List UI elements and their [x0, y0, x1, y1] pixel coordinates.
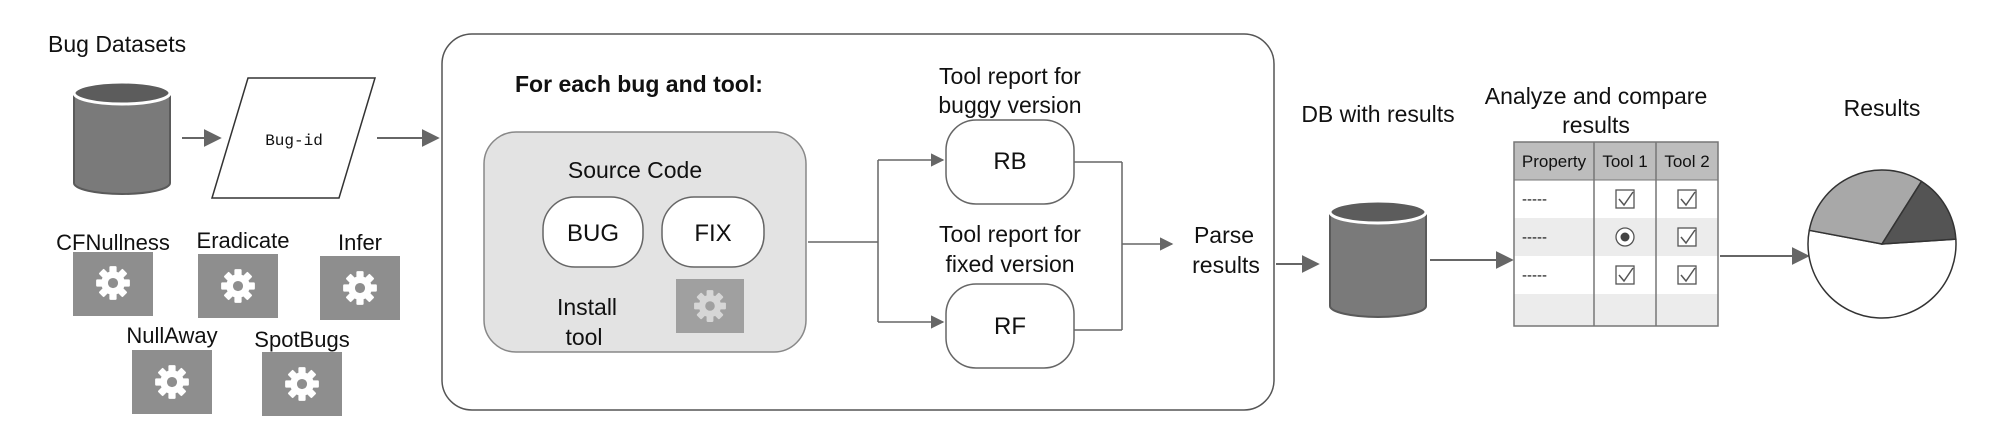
analyze-title-2: results	[1562, 112, 1630, 138]
results-database-icon	[1328, 199, 1428, 318]
tool-infer: Infer	[320, 230, 400, 320]
install-tool-label-1: Install	[557, 294, 617, 320]
tool-spotbugs-label: SpotBugs	[254, 327, 349, 352]
results-title: Results	[1844, 95, 1921, 121]
bug-database-icon	[72, 80, 172, 195]
gear-icon	[96, 266, 130, 300]
radio-button-icon	[1615, 227, 1635, 247]
tool-eradicate-label: Eradicate	[197, 228, 290, 253]
check-box-icon	[1615, 265, 1635, 285]
rf-box	[945, 283, 1075, 369]
bug-label: BUG	[567, 220, 619, 247]
tool-spotbugs: SpotBugs	[254, 327, 350, 416]
parse-label-1: Parse	[1194, 222, 1254, 248]
table-row-2-property: -----	[1522, 229, 1547, 246]
check-box-icon	[1677, 227, 1697, 247]
pie-slice-white	[1807, 229, 1957, 319]
table-row-3-property: -----	[1522, 267, 1547, 284]
comparison-table: Property Tool 1 Tool 2 ----- ----- -----	[1513, 141, 1719, 327]
bug-id-input: Bug-id	[210, 77, 377, 199]
merge-connectors	[1074, 161, 1174, 331]
report-fixed: Tool report for fixed version RF	[939, 221, 1081, 369]
analyze-title-1: Analyze and compare	[1485, 83, 1707, 109]
bug-id-label: Bug-id	[265, 132, 323, 150]
tool-nullaway-label: NullAway	[126, 323, 217, 348]
gear-icon	[694, 290, 726, 322]
gear-icon	[285, 367, 319, 401]
rb-label: RB	[993, 148, 1026, 175]
tool-nullaway: NullAway	[126, 323, 218, 414]
table-header-tool1: Tool 1	[1602, 152, 1647, 171]
install-tool-label-2: tool	[565, 324, 602, 350]
branch-connectors	[808, 153, 945, 329]
report-buggy: Tool report for buggy version RB	[938, 63, 1082, 205]
source-code-panel: Source Code BUG FIX Install tool	[483, 131, 807, 353]
check-box-icon	[1677, 189, 1697, 209]
table-row-1-property: -----	[1522, 191, 1547, 208]
parse-label-2: results	[1192, 252, 1260, 278]
report-buggy-title-1: Tool report for	[939, 63, 1081, 89]
tool-infer-label: Infer	[338, 230, 382, 255]
bug-datasets-title: Bug Datasets	[48, 31, 186, 57]
tool-cfnullness: CFNullness	[56, 230, 170, 316]
db-title: DB with results	[1301, 101, 1454, 127]
check-box-icon	[1677, 265, 1697, 285]
source-code-title: Source Code	[568, 157, 702, 183]
gear-icon	[221, 269, 255, 303]
gear-icon	[343, 271, 377, 305]
pie-slice-dark	[1880, 180, 1957, 245]
check-box-icon	[1615, 189, 1635, 209]
report-fixed-title-1: Tool report for	[939, 221, 1081, 247]
process-title: For each bug and tool:	[515, 71, 763, 97]
tool-cfnullness-label: CFNullness	[56, 230, 170, 255]
table-header-tool2: Tool 2	[1664, 152, 1709, 171]
gear-icon	[155, 365, 189, 399]
fix-label: FIX	[694, 220, 731, 247]
report-buggy-title-2: buggy version	[938, 92, 1081, 118]
bug-box	[542, 196, 644, 268]
table-header-property: Property	[1522, 152, 1587, 171]
report-fixed-title-2: fixed version	[945, 251, 1074, 277]
rf-label: RF	[994, 313, 1026, 340]
results-pie-chart	[1807, 169, 1957, 319]
fix-box	[661, 196, 765, 268]
tool-eradicate: Eradicate	[197, 228, 290, 318]
